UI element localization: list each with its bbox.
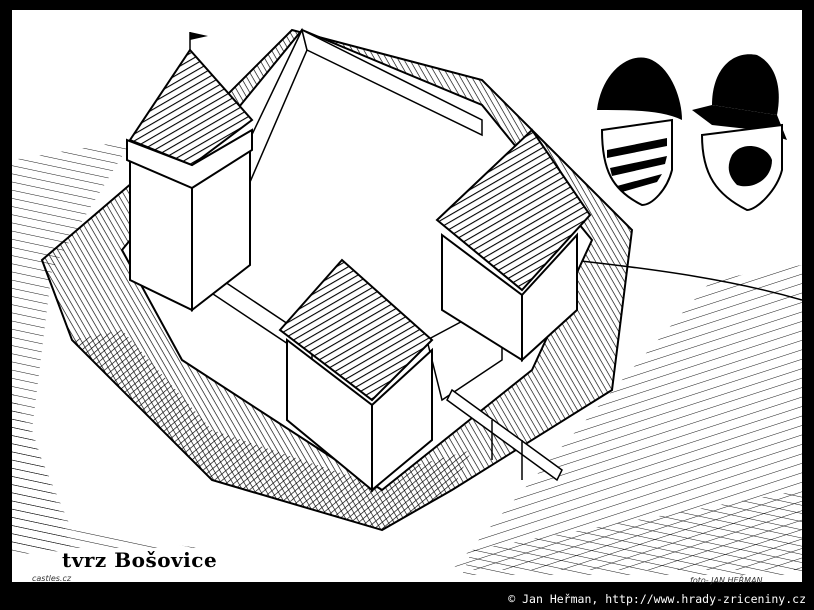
castle-drawing [12, 10, 803, 582]
author-mark: foto- JAN HEŘMAN [690, 576, 763, 585]
castle-illustration [12, 27, 803, 575]
drawing-title: tvrz Bošovice [58, 548, 222, 572]
copyright-footer: © Jan Heřman, http://www.hrady-zriceniny… [508, 592, 806, 606]
coat-of-arms-right [692, 54, 787, 212]
coat-of-arms-left [597, 57, 682, 207]
site-mark: castles.cz [32, 574, 72, 583]
